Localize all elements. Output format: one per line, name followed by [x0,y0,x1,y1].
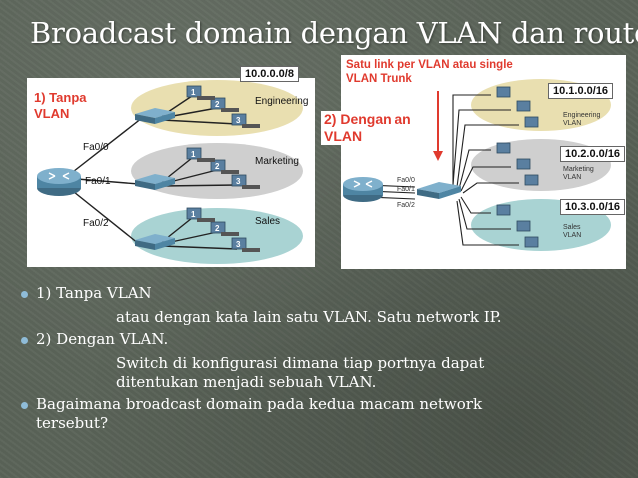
bullet-text: Bagaimana broadcast domain pada kedua ma… [36,395,483,432]
host-number: 2 [215,162,220,171]
host-number: 3 [236,240,241,249]
router-icon [343,177,383,202]
port-label: Fa0/0 [397,177,415,184]
bullet-text: 1) Tanpa VLAN [36,284,152,302]
switch-sales-icon [135,234,175,250]
host-number: 3 [236,177,241,186]
switch-icon [417,182,461,199]
switch-engineering-icon [135,108,175,124]
vlan-label-marketing: Marketing VLAN [563,166,596,181]
host-number: 1 [191,210,196,219]
bullet-item: Bagaimana broadcast domain pada kedua ma… [20,395,620,433]
port-label: Fa0/1 [397,186,415,193]
diagram-without-vlan: 1 2 3 1 2 3 1 2 3 Engineering Marketing … [27,78,315,267]
slide-title: Broadcast domain dengan VLAN dan router [30,16,638,50]
bullet-subtext: atau dengan kata lain satu VLAN. Satu ne… [116,308,502,326]
group-label-sales: Sales [255,216,280,227]
case-label-without-vlan: 1) Tanpa VLAN [34,90,87,121]
host-number: 3 [236,116,241,125]
bullet-item: 1) Tanpa VLAN atau dengan kata lain satu… [20,284,620,327]
host-number: 1 [191,88,196,97]
host-number: 2 [215,224,220,233]
vlan-label-sales: Sales VLAN [563,224,582,239]
group-label-marketing: Marketing [255,156,299,167]
port-label: Fa0/0 [83,142,109,153]
bullet-list: 1) Tanpa VLAN atau dengan kata lain satu… [20,284,620,436]
vlan-label-engineering: Engineering VLAN [563,112,602,127]
subnet-tag-engineering: 10.1.0.0/16 [548,83,614,99]
host-number: 1 [191,150,196,159]
network-diagram-left: 1 2 3 1 2 3 1 2 3 Engineering Marketing … [37,80,308,264]
bullet-item: 2) Dengan VLAN. Switch di konfigurasi di… [20,330,620,392]
subnet-tag-marketing: 10.2.0.0/16 [560,146,626,162]
callout-text: Satu link per VLAN atau single VLAN Trun… [346,59,513,85]
router-icon [37,168,81,196]
network-tag: 10.0.0.0/8 [240,66,299,82]
port-label: Fa0/1 [85,176,111,187]
bullet-subtext: Switch di konfigurasi dimana tiap portny… [116,354,485,391]
callout-arrow [433,91,443,161]
port-label: Fa0/2 [83,218,109,229]
port-label: Fa0/2 [397,202,415,209]
subnet-tag-sales: 10.3.0.0/16 [560,199,626,215]
group-label-engineering: Engineering [255,96,308,107]
bullet-text: 2) Dengan VLAN. [36,330,169,348]
host-number: 2 [215,100,220,109]
switch-marketing-icon [135,174,175,190]
case-label-with-vlan-overlay: 2) Dengan VLAN [321,111,395,145]
